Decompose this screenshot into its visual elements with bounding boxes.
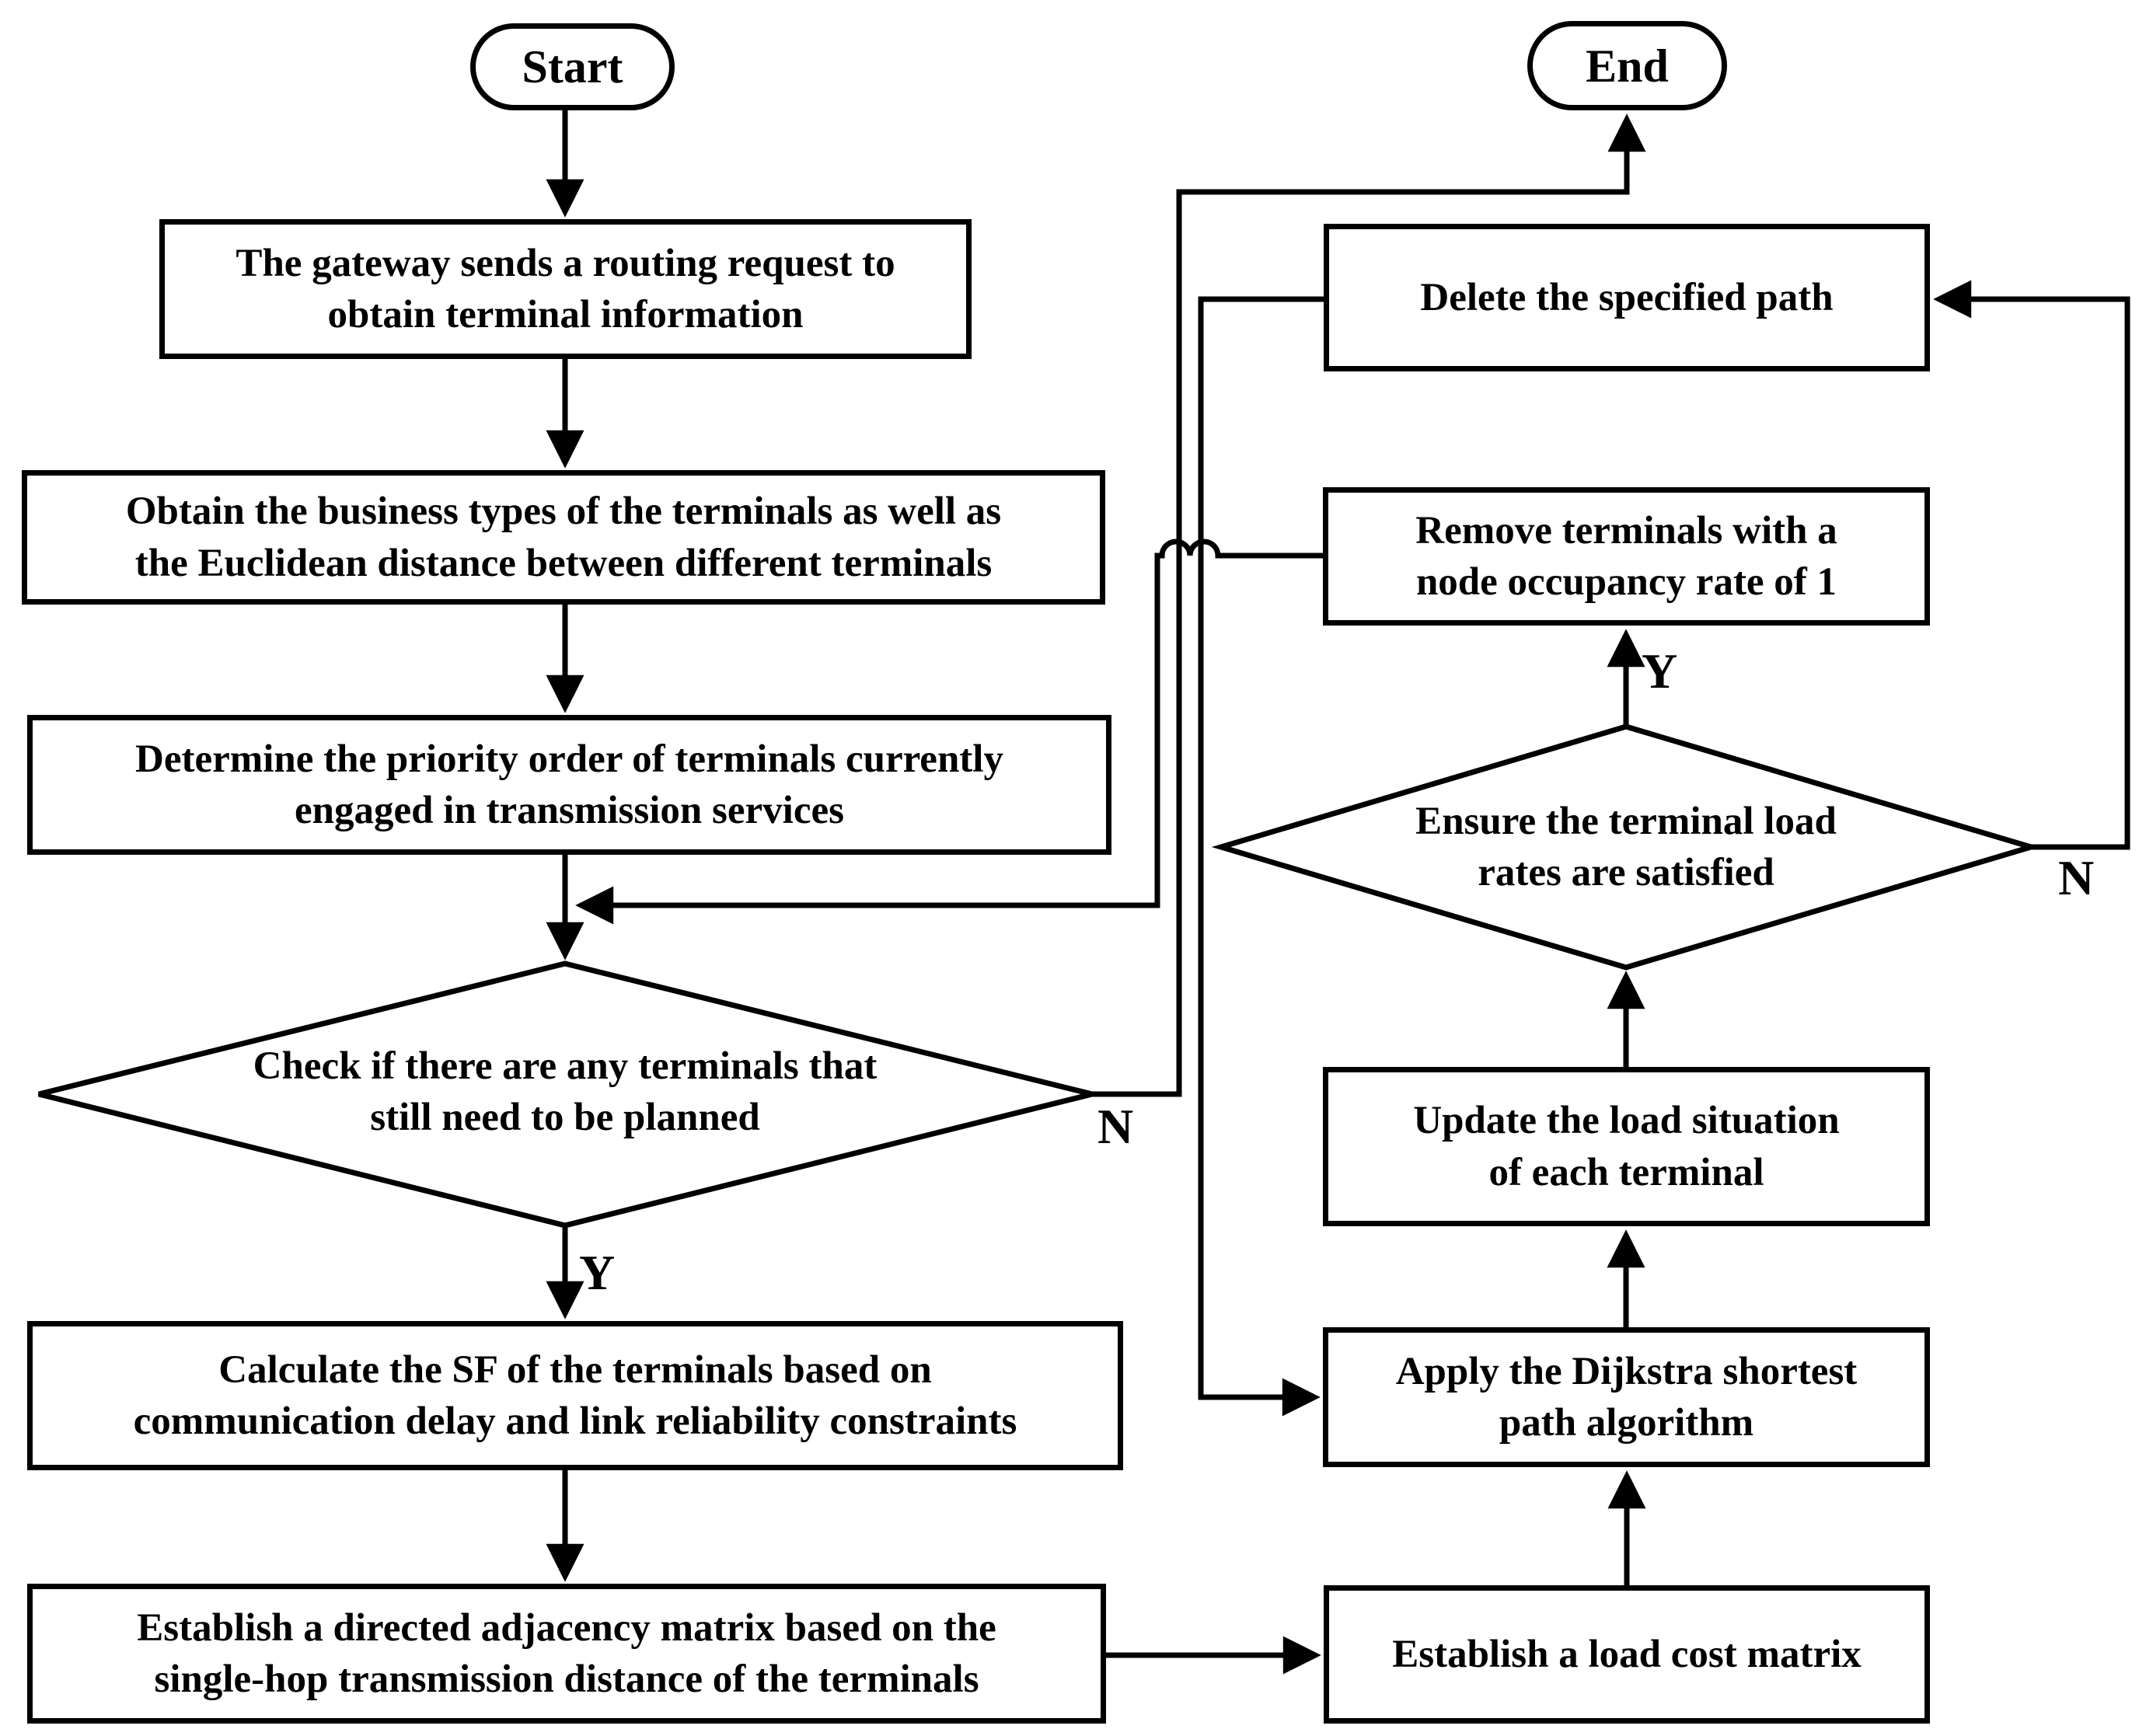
node-end-label: End bbox=[1586, 40, 1669, 92]
node-loadcost: Establish a load cost matrix bbox=[1324, 1585, 1930, 1724]
node-remove-label: Remove terminals with a node occupancy r… bbox=[1415, 508, 1837, 604]
node-adjacency: Establish a directed adjacency matrix ba… bbox=[27, 1584, 1106, 1724]
branch-label-check-yes: Y bbox=[579, 1245, 616, 1300]
node-check: Check if there are any terminals that st… bbox=[194, 1006, 936, 1177]
node-calculate-label: Calculate the SF of the terminals based … bbox=[133, 1347, 1017, 1443]
node-delete: Delete the specified path bbox=[1324, 224, 1930, 371]
node-update-label: Update the load situation of each termin… bbox=[1413, 1099, 1840, 1194]
node-start-label: Start bbox=[522, 41, 623, 92]
branch-label-ensure-no: N bbox=[2058, 850, 2095, 905]
node-start: Start bbox=[470, 23, 675, 110]
node-obtain: Obtain the business types of the termina… bbox=[22, 470, 1105, 605]
node-calculate: Calculate the SF of the terminals based … bbox=[27, 1321, 1123, 1470]
node-gateway: The gateway sends a routing request to o… bbox=[159, 219, 972, 359]
connector-remove-loopback bbox=[575, 539, 1323, 925]
node-ensure-label: Ensure the terminal load rates are satis… bbox=[1415, 799, 1837, 894]
decision-check-shape bbox=[38, 960, 1093, 1229]
node-gateway-label: The gateway sends a routing request to o… bbox=[236, 241, 895, 336]
node-ensure: Ensure the terminal load rates are satis… bbox=[1338, 773, 1914, 921]
node-loadcost-label: Establish a load cost matrix bbox=[1392, 1632, 1862, 1676]
node-dijkstra-label: Apply the Dijkstra shortest path algorit… bbox=[1395, 1349, 1858, 1445]
node-remove: Remove terminals with a node occupancy r… bbox=[1323, 487, 1930, 626]
connector-check-no-end bbox=[1092, 113, 1646, 1097]
node-determine: Determine the priority order of terminal… bbox=[27, 715, 1111, 855]
connector-ensure-no-delete bbox=[1933, 280, 2130, 850]
branch-label-check-no: N bbox=[1097, 1099, 1134, 1154]
node-update: Update the load situation of each termin… bbox=[1323, 1067, 1930, 1226]
node-obtain-label: Obtain the business types of the termina… bbox=[125, 490, 1002, 585]
node-delete-label: Delete the specified path bbox=[1420, 275, 1834, 319]
node-end: End bbox=[1527, 21, 1727, 110]
node-adjacency-label: Establish a directed adjacency matrix ba… bbox=[137, 1605, 996, 1701]
node-determine-label: Determine the priority order of terminal… bbox=[135, 737, 1003, 832]
node-dijkstra: Apply the Dijkstra shortest path algorit… bbox=[1323, 1327, 1930, 1467]
connector-delete-dijkstra bbox=[1198, 296, 1324, 1417]
decision-ensure-shape bbox=[1211, 723, 2041, 971]
node-check-label: Check if there are any terminals that st… bbox=[253, 1044, 878, 1139]
branch-label-ensure-yes: Y bbox=[1642, 643, 1678, 699]
